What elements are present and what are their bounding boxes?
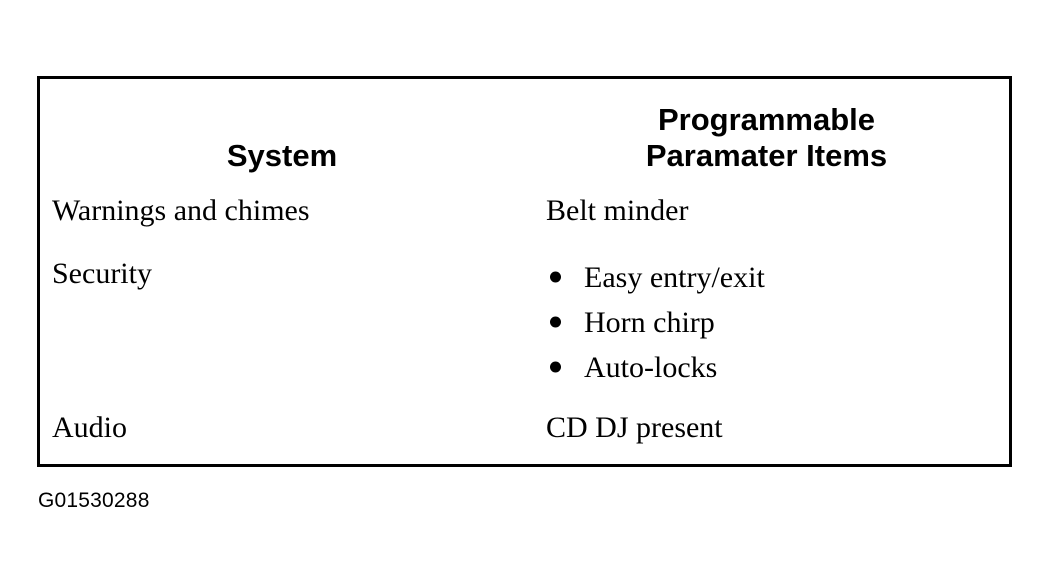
system-label-audio: Audio: [52, 411, 127, 445]
header-cell-system: System: [40, 79, 524, 186]
bullet-icon: [550, 271, 561, 283]
table-header-row: System Programmable Paramater Items: [40, 79, 1009, 186]
figure-caption: G01530288: [38, 489, 150, 512]
programmable-parameters-table: System Programmable Paramater Items Warn…: [37, 76, 1012, 467]
cell-parameters-audio: CD DJ present: [524, 403, 1009, 464]
cell-system-warnings: Warnings and chimes: [40, 186, 524, 249]
cell-parameters-security: Easy entry/exit Horn chirp Auto-locks: [524, 249, 1009, 403]
parameter-text-easy-entry-exit: Easy entry/exit: [584, 260, 765, 294]
parameter-text-auto-locks: Auto-locks: [584, 350, 718, 384]
table-row: Warnings and chimes Belt minder: [40, 186, 1009, 249]
list-item: Auto-locks: [550, 345, 997, 390]
system-label-warnings: Warnings and chimes: [52, 193, 310, 227]
header-system-line-1: System: [226, 137, 338, 173]
list-item: Horn chirp: [550, 300, 997, 345]
cell-parameters-warnings: Belt minder: [524, 186, 1009, 249]
bullet-icon: [550, 361, 561, 373]
cell-system-audio: Audio: [40, 403, 524, 464]
bullet-icon: [550, 316, 561, 328]
parameter-text-cd-dj-present: CD DJ present: [546, 411, 723, 445]
header-cell-parameters: Programmable Paramater Items: [524, 79, 1009, 186]
header-parameters-line-1: Programmable: [657, 101, 876, 137]
list-item: Easy entry/exit: [550, 255, 997, 300]
table-row: Security Easy entry/exit Horn chirp: [40, 249, 1009, 403]
spec-table: System Programmable Paramater Items Warn…: [40, 79, 1009, 464]
parameter-text-belt-minder: Belt minder: [546, 193, 689, 227]
cell-system-security: Security: [40, 249, 524, 403]
parameter-bullet-list: Easy entry/exit Horn chirp Auto-locks: [524, 255, 997, 390]
table-row: Audio CD DJ present: [40, 403, 1009, 464]
parameter-text-horn-chirp: Horn chirp: [584, 305, 715, 339]
header-parameters-line-2: Paramater Items: [645, 137, 888, 173]
system-label-security: Security: [52, 256, 152, 290]
